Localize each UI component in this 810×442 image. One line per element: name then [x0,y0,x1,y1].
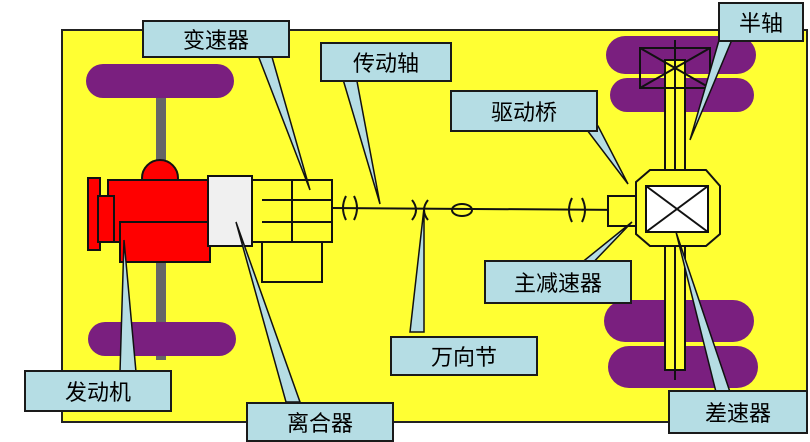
label-universal-joint: 万向节 [390,336,538,376]
label-drive-axle: 驱动桥 [450,90,598,132]
label-engine: 发动机 [24,370,172,412]
front-right-wheel [88,322,236,356]
label-drive-shaft: 传动轴 [320,42,452,82]
clutch-transmission [207,175,333,283]
label-half-shaft: 半轴 [718,2,804,42]
label-final-drive: 主减速器 [484,260,632,304]
drive-shaft [331,207,631,211]
universal-joint-3 [568,197,586,223]
label-clutch: 离合器 [246,402,394,442]
label-differential: 差速器 [668,390,808,434]
final-drive-differential [607,169,721,247]
engine-block [87,159,211,263]
front-left-wheel [86,64,234,98]
hub-upper [639,47,711,89]
universal-joint-1 [342,195,358,221]
label-transmission: 变速器 [142,20,290,58]
